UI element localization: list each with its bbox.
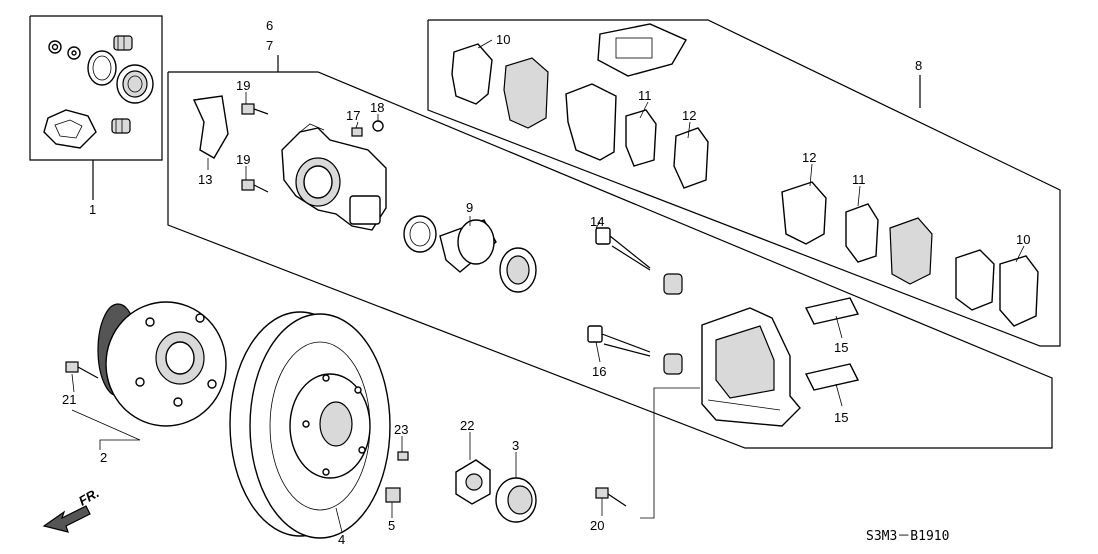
hub-nut-and-cap	[455, 459, 537, 523]
pad-spring-clip	[192, 95, 229, 159]
callout-numbers: 1 2 3 4 5 6 7 8 9 10 10 11 11 12 12 13 1…	[62, 18, 1030, 547]
seal-kit-group-frame	[29, 15, 163, 200]
callout-10-upper: 10	[496, 32, 510, 47]
callout-12-lower: 12	[802, 150, 816, 165]
front-label: FR.	[76, 485, 102, 508]
caliper-bracket	[701, 307, 801, 427]
caliper-assembly-frame	[167, 55, 1053, 449]
callout-11-upper: 11	[638, 88, 652, 103]
upper-brake-pads	[451, 23, 709, 189]
seal-kit-parts	[43, 35, 154, 149]
hub-bearing	[97, 301, 227, 427]
callout-19-lower: 19	[236, 152, 250, 167]
callout-17: 17	[346, 108, 360, 123]
slide-pins	[587, 227, 683, 375]
callout-1: 1	[89, 202, 96, 217]
callout-9: 9	[466, 200, 473, 215]
callout-15-lower: 15	[834, 410, 848, 425]
callout-13: 13	[198, 172, 212, 187]
callout-21: 21	[62, 392, 76, 407]
callout-3: 3	[512, 438, 519, 453]
pad-set-frame	[427, 19, 1061, 347]
callout-4: 4	[338, 532, 345, 547]
callout-12-upper: 12	[682, 108, 696, 123]
callout-23: 23	[394, 422, 408, 437]
callout-7: 7	[266, 38, 273, 53]
callout-5: 5	[388, 518, 395, 533]
callout-2: 2	[100, 450, 107, 465]
callout-6: 6	[266, 18, 273, 33]
pad-shims	[804, 297, 860, 391]
callout-10-lower: 10	[1016, 232, 1030, 247]
diagram-code: S3M3－B1910	[866, 529, 949, 544]
front-direction-arrow: FR.	[42, 485, 102, 533]
callout-14: 14	[590, 214, 604, 229]
piston-and-seals	[403, 215, 537, 293]
lower-brake-pads	[781, 181, 1039, 327]
caliper-body	[281, 123, 387, 231]
callout-16: 16	[592, 364, 606, 379]
callout-22: 22	[460, 418, 474, 433]
callout-20: 20	[590, 518, 604, 533]
leader-lines	[71, 39, 1025, 533]
bolts	[65, 103, 627, 507]
callout-19-upper: 19	[236, 78, 250, 93]
callout-18: 18	[370, 100, 384, 115]
brake-disc	[229, 311, 391, 539]
callout-11-lower: 11	[852, 172, 866, 187]
callout-15-upper: 15	[834, 340, 848, 355]
callout-8: 8	[915, 58, 922, 73]
